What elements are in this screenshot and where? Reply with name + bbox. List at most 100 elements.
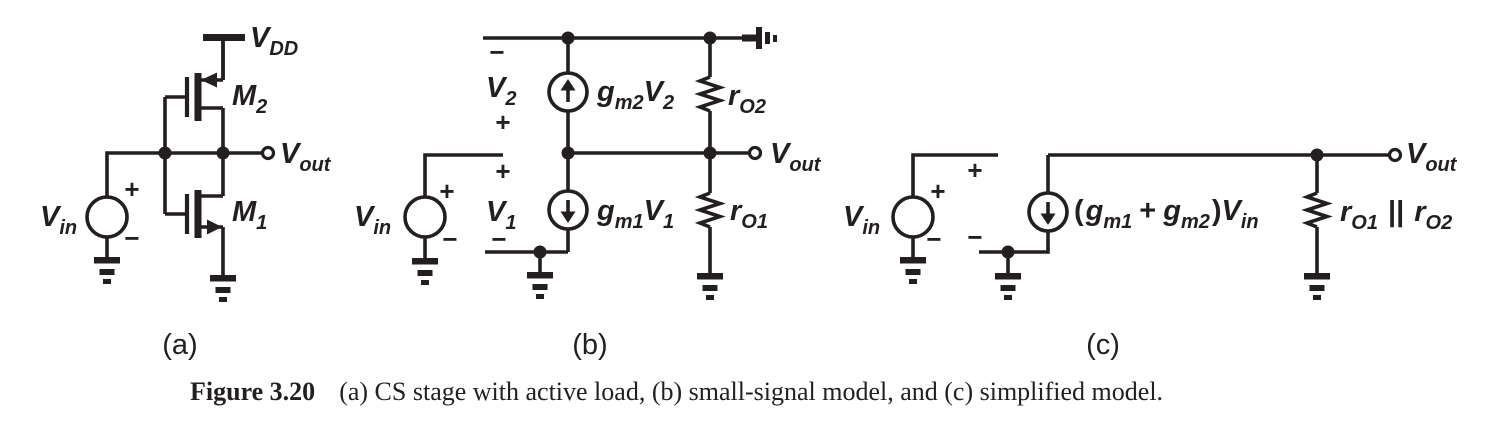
gm2v2-current-source-icon <box>547 71 589 113</box>
figure-caption-number: Figure 3.20 <box>190 377 316 406</box>
ro1-label-main: r <box>730 195 743 227</box>
panel-c-simplified: Vin + − + − (gm1+gm2)Vin rO1||rO2 Vout (… <box>843 138 1458 361</box>
vout-label: Vout <box>280 138 332 176</box>
gm2v2-label: gm2V2 <box>596 76 674 114</box>
gm1v1-label: gm1V1 <box>596 195 674 233</box>
m1-label-main: M <box>232 196 257 228</box>
r1: r <box>1340 196 1353 228</box>
m1-source-wire <box>198 225 225 275</box>
vdd-label-sub: DD <box>269 38 298 60</box>
v2-minus-sign: − <box>489 37 504 67</box>
ground-icon <box>697 273 723 300</box>
r2-sub: O2 <box>1426 212 1453 234</box>
v1-label-sub: 1 <box>505 212 516 234</box>
v2-label-main: V <box>486 72 508 104</box>
m2-source-wire <box>198 41 225 82</box>
input-wire <box>423 153 503 197</box>
m2-arrow-icon <box>201 72 217 88</box>
ground-icon <box>527 272 553 299</box>
m2-label-sub: 2 <box>255 96 267 118</box>
ro2-label: rO2 <box>728 80 766 118</box>
plus-sign: + <box>930 176 945 206</box>
vout-label: Vout <box>770 138 822 176</box>
m1-label: M1 <box>232 196 267 234</box>
input-wire <box>105 151 262 197</box>
ro2-label-main: r <box>728 80 741 112</box>
ground-icon <box>210 275 236 302</box>
g2-sub: m2 <box>1181 211 1210 233</box>
vin-label-sub: in <box>373 217 391 239</box>
res-parallel-label: rO1||rO2 <box>1340 196 1452 234</box>
vin-label-main: V <box>843 201 865 233</box>
gm2v2-vsub: 2 <box>662 92 674 114</box>
vin-label-main: V <box>354 201 376 233</box>
minus-sign: − <box>926 224 941 254</box>
ground-icon <box>1304 273 1330 300</box>
vout-label-main: V <box>770 138 792 170</box>
vin-label-sub: in <box>862 217 880 239</box>
vdd-label-main: V <box>250 22 272 54</box>
gm1v1-gsub: m1 <box>615 211 644 233</box>
pmos-m2-symbol <box>165 41 225 153</box>
vdd-rail <box>203 34 245 41</box>
m1-label-sub: 1 <box>256 212 267 234</box>
gm2v2-gsub: m2 <box>615 92 644 114</box>
ro1-ro2-resistor-icon <box>1305 191 1329 229</box>
m2-label-main: M <box>232 80 257 112</box>
ro2-label-sub: O2 <box>739 96 766 118</box>
vin-label: Vin <box>843 201 880 239</box>
vout-label-main: V <box>1406 138 1428 170</box>
vout-label-sub: out <box>299 154 331 176</box>
vout-terminal <box>260 145 276 161</box>
vin-label: Vin <box>354 201 391 239</box>
figure-caption-text: (a) CS stage with active load, (b) small… <box>339 377 1164 406</box>
ro1-label-sub: O1 <box>741 211 768 233</box>
v1-plus-sign: + <box>495 156 510 186</box>
ro1-label: rO1 <box>730 195 768 233</box>
gm1v1-current-source-icon <box>547 189 589 231</box>
parallel-sign: || <box>1388 196 1404 228</box>
input-wire <box>911 153 998 197</box>
gm2v2-v: V <box>644 76 666 108</box>
plus-sign: + <box>124 174 139 204</box>
vin-source-icon <box>85 195 129 239</box>
r1-sub: O1 <box>1351 212 1378 234</box>
ac-ground-icon <box>742 27 777 49</box>
gm1v1-vsub: 1 <box>663 211 674 233</box>
figure-caption: Figure 3.20 (a) CS stage with active load… <box>190 377 1163 407</box>
g1: g <box>1085 195 1104 227</box>
m2-label: M2 <box>232 80 267 118</box>
gm-sum-label: (gm1+gm2)Vin <box>1074 195 1259 233</box>
ro1-resistor-icon <box>698 191 722 229</box>
g1-sub: m1 <box>1103 211 1132 233</box>
gm2v2-g: g <box>596 76 615 108</box>
vout-label: Vout <box>1406 138 1458 176</box>
vin-label: Vin <box>40 201 77 239</box>
panel-a-cs-stage: VDD M2 M1 Vout Vin + − (a) <box>40 22 332 361</box>
ground-icon <box>995 273 1021 300</box>
m1-drain-wire <box>198 153 225 198</box>
vout-terminal <box>1387 147 1403 163</box>
plus-sign: + <box>439 176 454 206</box>
minus-sign: − <box>124 223 139 253</box>
vout-terminal <box>747 145 763 161</box>
v1-label-main: V <box>486 196 508 228</box>
vdd-label: VDD <box>250 22 298 60</box>
node-dot <box>216 146 230 160</box>
ground-icon <box>94 257 120 284</box>
plus-sign: + <box>1139 195 1156 227</box>
v1-minus-sign: − <box>491 224 506 254</box>
vin-label-sub: in <box>59 217 77 239</box>
gm1v1-g: g <box>596 195 615 227</box>
vout-label-sub: out <box>789 154 821 176</box>
v: V <box>1222 195 1244 227</box>
panel-b-tag: (b) <box>572 329 607 361</box>
minus-sign: − <box>442 224 457 254</box>
vin-label-main: V <box>40 201 62 233</box>
v1-label: V1 <box>486 196 516 234</box>
v2-plus-sign: + <box>495 107 510 137</box>
node-dot <box>158 146 172 160</box>
gm-sum-current-source-icon <box>1027 191 1069 233</box>
v-sub: in <box>1241 211 1259 233</box>
